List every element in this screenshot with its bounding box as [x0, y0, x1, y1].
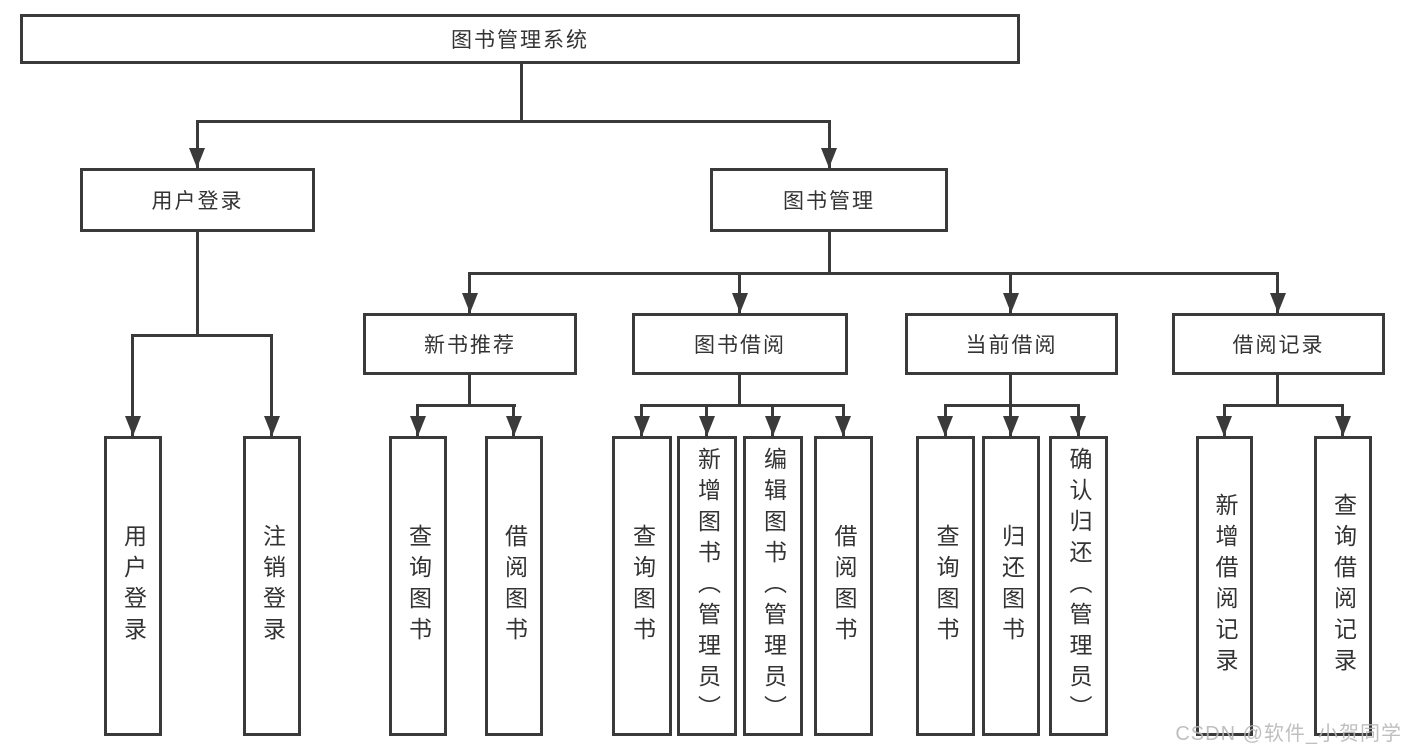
arrowhead-down-icon: [835, 416, 851, 436]
arrowhead-down-icon: [821, 148, 837, 168]
arrowhead-down-icon: [765, 416, 781, 436]
arrowhead-down-icon: [264, 416, 280, 436]
arrowhead-down-icon: [1335, 416, 1351, 436]
arrowhead-down-icon: [937, 416, 953, 436]
arrowhead-down-icon: [1216, 416, 1232, 436]
leaf-borrow-books-newrec: 借阅图书: [485, 436, 543, 736]
node-library-management-system: 图书管理系统: [20, 14, 1020, 64]
node-current-borrowing: 当前借阅: [905, 313, 1118, 375]
connector-root-drop-left: [196, 121, 199, 168]
leaf-edit-books-admin: 编辑图书（管理员）: [743, 436, 803, 736]
node-label: 用户登录: [151, 190, 244, 213]
node-label: 用户登录: [120, 524, 147, 648]
node-label: 新增借阅记录: [1212, 493, 1238, 679]
node-label: 编辑图书（管理员）: [760, 446, 787, 726]
arrowhead-down-icon: [125, 416, 141, 436]
node-label: 新增图书（管理员）: [694, 446, 721, 726]
node-label: 图书管理: [783, 190, 875, 213]
connector-userlogin-drop-1: [131, 335, 134, 436]
node-label: 借阅图书: [831, 524, 857, 648]
leaf-user-login: 用户登录: [104, 436, 162, 736]
connector-root-stem: [520, 64, 523, 122]
leaf-borrow-books-borrow: 借阅图书: [814, 436, 873, 736]
leaf-logout-login: 注销登录: [243, 436, 301, 736]
connector-current-crossbar: [944, 404, 1080, 407]
arrowhead-down-icon: [410, 416, 426, 436]
leaf-confirm-return-admin: 确认归还（管理员）: [1049, 436, 1108, 736]
arrowhead-down-icon: [506, 416, 522, 436]
node-label: 当前借阅: [965, 334, 1058, 357]
node-book-borrowing: 图书借阅: [632, 313, 848, 375]
connector-userlogin-drop-2: [270, 335, 273, 436]
connector-borrow-crossbar: [640, 404, 845, 407]
connector-newrec-crossbar: [416, 404, 516, 407]
leaf-query-borrow-record: 查询借阅记录: [1314, 436, 1372, 736]
node-user-login-group: 用户登录: [80, 168, 315, 232]
connector-records-crossbar: [1223, 404, 1344, 407]
node-borrowing-records: 借阅记录: [1172, 313, 1385, 375]
node-label: 归还图书: [998, 524, 1025, 648]
arrowhead-down-icon: [634, 416, 650, 436]
leaf-return-books: 归还图书: [982, 436, 1040, 736]
node-book-management: 图书管理: [710, 168, 948, 232]
node-label: 图书借阅: [694, 334, 786, 357]
node-label: 查询图书: [933, 524, 959, 648]
connector-userlogin-stem: [196, 232, 199, 336]
connector-borrow-stem: [738, 375, 741, 405]
leaf-query-books-borrow: 查询图书: [612, 436, 672, 736]
arrowhead-down-icon: [1270, 293, 1286, 313]
connector-records-stem: [1276, 375, 1279, 405]
node-new-book-recommend: 新书推荐: [363, 313, 577, 375]
node-label: 注销登录: [259, 524, 286, 648]
node-label: 新书推荐: [424, 334, 516, 357]
connector-root-drop-right: [828, 121, 831, 168]
connector-bookmgmt-stem: [828, 232, 831, 274]
node-label: 确认归还（管理员）: [1066, 446, 1092, 726]
leaf-add-books-admin: 新增图书（管理员）: [677, 436, 737, 736]
arrowhead-down-icon: [1003, 416, 1019, 436]
arrowhead-down-icon: [462, 293, 478, 313]
connector-userlogin-crossbar: [131, 334, 273, 337]
arrowhead-down-icon: [699, 416, 715, 436]
node-label: 图书管理系统: [451, 29, 589, 52]
leaf-query-books-current: 查询图书: [916, 436, 975, 736]
leaf-add-borrow-record: 新增借阅记录: [1196, 436, 1253, 736]
node-label: 借阅记录: [1232, 334, 1325, 357]
node-label: 借阅图书: [501, 524, 528, 648]
leaf-query-books-newrec: 查询图书: [389, 436, 447, 736]
watermark: CSDN @软件_小贺同学: [1175, 723, 1402, 745]
arrowhead-down-icon: [1070, 416, 1086, 436]
arrowhead-down-icon: [189, 148, 205, 168]
connector-root-crossbar: [196, 120, 831, 123]
connector-current-stem: [1009, 375, 1012, 405]
arrowhead-down-icon: [1003, 293, 1019, 313]
arrowhead-down-icon: [732, 293, 748, 313]
node-label: 查询图书: [405, 524, 432, 648]
connector-bookmgmt-crossbar: [468, 272, 1279, 275]
connector-newrec-stem: [468, 375, 471, 405]
node-label: 查询借阅记录: [1330, 493, 1357, 679]
node-label: 查询图书: [629, 524, 656, 648]
